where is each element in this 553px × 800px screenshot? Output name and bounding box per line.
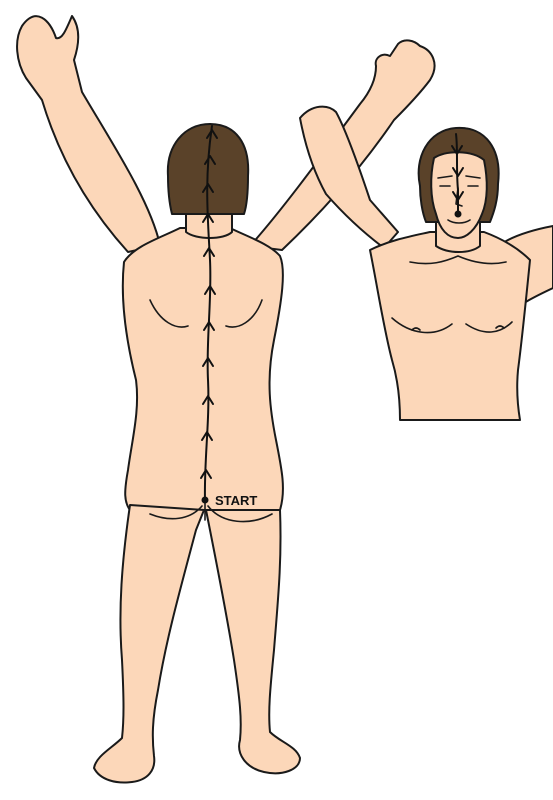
back-left-arm xyxy=(17,16,160,252)
start-label: START xyxy=(215,493,257,508)
back-left-leg xyxy=(94,505,204,782)
front-view-bust xyxy=(300,107,553,420)
start-point-marker xyxy=(202,497,209,504)
end-point-marker xyxy=(455,211,462,218)
back-view-figure: START xyxy=(17,16,434,782)
back-right-leg xyxy=(206,510,300,773)
back-torso xyxy=(123,228,283,510)
